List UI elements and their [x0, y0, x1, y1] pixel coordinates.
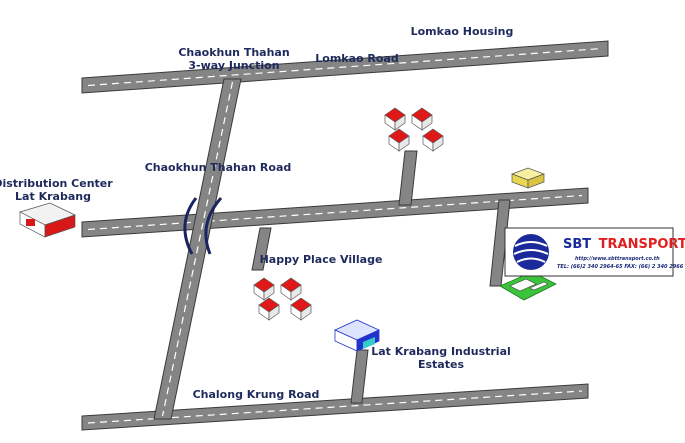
- sbt-logo-icon: [513, 234, 549, 270]
- label-industrial-line2: Estates: [418, 358, 464, 371]
- label-chaokhun-junction-line2: 3-way Junction: [188, 59, 279, 72]
- house-icon: [290, 297, 312, 321]
- bridge-icon: [183, 197, 223, 255]
- lomkao-housing-connector: [398, 150, 418, 206]
- house-icon: [253, 277, 275, 301]
- label-lomkao-housing: Lomkao Housing: [411, 25, 514, 38]
- sbt-site-icon: [499, 271, 557, 301]
- chalong-krung-road: [81, 383, 589, 431]
- svg-text:SBT TRANSPORT: SBT TRANSPORT: [563, 237, 685, 252]
- house-icon: [422, 128, 444, 152]
- house-icon: [411, 107, 433, 131]
- house-icon: [258, 297, 280, 321]
- label-lomkao-road: Lomkao Road: [315, 52, 398, 65]
- label-chaokhun-road: Chaokhun Thahan Road: [145, 161, 292, 174]
- industrial-connector: [350, 349, 369, 404]
- warehouse-icon: [19, 202, 76, 238]
- label-industrial-line1: Lat Krabang Industrial: [371, 345, 511, 358]
- label-happy-place: Happy Place Village: [260, 253, 383, 266]
- label-distribution-line2: Lat Krabang: [15, 190, 91, 203]
- house-icon: [280, 277, 302, 301]
- road-network: [81, 40, 609, 431]
- label-distribution-line1: Distribution Center: [0, 177, 113, 190]
- house-icon: [384, 107, 406, 131]
- label-chalong-road: Chalong Krung Road: [193, 388, 320, 401]
- sbt-contact: TEL: (66)2 340 2964-65 FAX: (66) 2 340 2…: [557, 264, 684, 270]
- map-labels: Lomkao Housing Chaokhun Thahan 3-way Jun…: [0, 25, 513, 401]
- house-icon: [388, 128, 410, 152]
- factory-icon: [334, 319, 380, 352]
- sbt-website: http://www.sbttransport.co.th: [575, 256, 660, 262]
- happy-place-connector: [251, 227, 272, 271]
- sbt-logo-box: SBT TRANSPORT http://www.sbttransport.co…: [504, 227, 685, 277]
- sbt-name-part2: TRANSPORT: [599, 237, 685, 252]
- sbt-name-part1: SBT: [563, 237, 591, 252]
- label-chaokhun-junction-line1: Chaokhun Thahan: [178, 46, 289, 59]
- gatehouse-icon: [511, 167, 545, 189]
